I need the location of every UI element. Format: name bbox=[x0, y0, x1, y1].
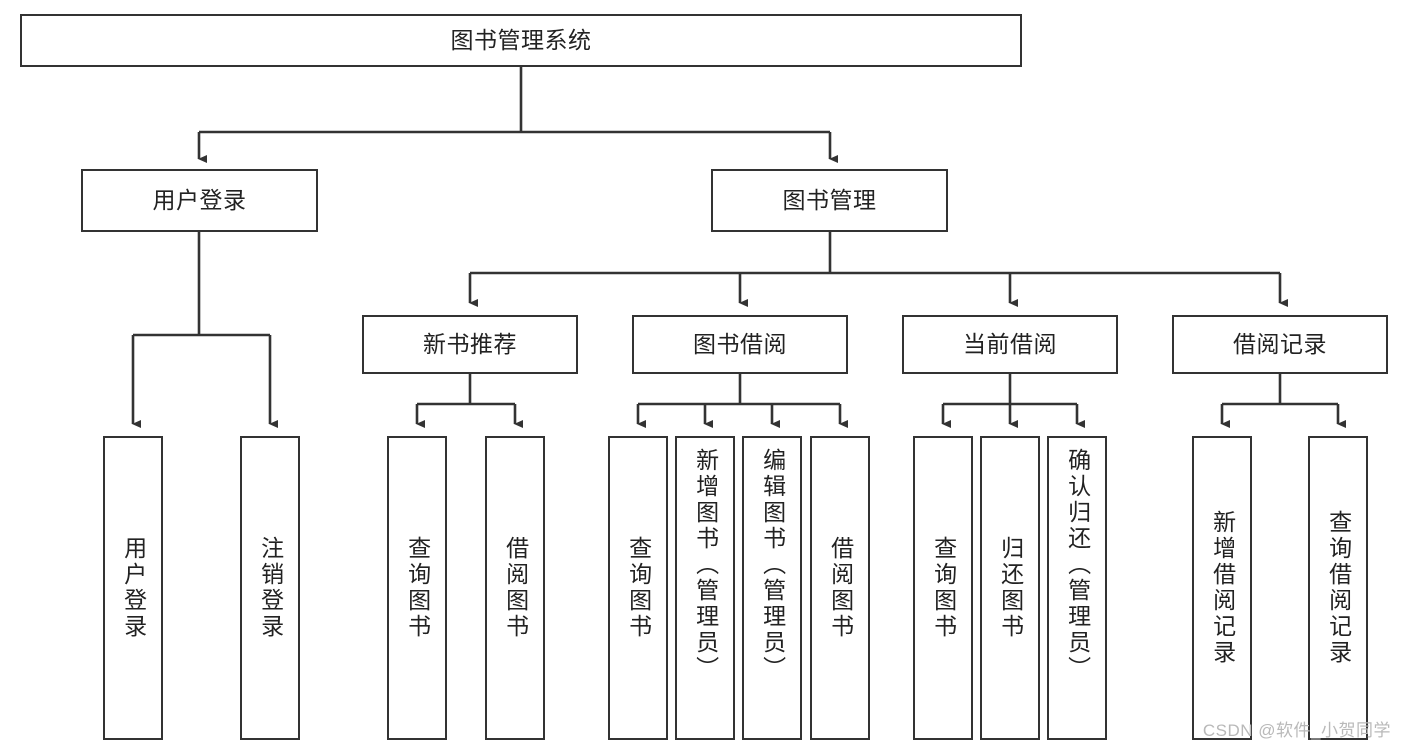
node-root[interactable]: 图书管理系统 bbox=[20, 14, 1022, 67]
node-new-book-rec[interactable]: 新书推荐 bbox=[362, 315, 578, 374]
node-current-borrow[interactable]: 当前借阅 bbox=[902, 315, 1118, 374]
node-book-borrow-label: 图书借阅 bbox=[693, 330, 787, 357]
node-leaf-return-book[interactable]: 归还图书 bbox=[980, 436, 1040, 740]
node-user-login[interactable]: 用户登录 bbox=[81, 169, 318, 232]
node-leaf-edit-book[interactable]: 编辑图书（管理员） bbox=[742, 436, 802, 740]
node-leaf-query-book-2[interactable]: 查询图书 bbox=[608, 436, 668, 740]
node-leaf-user-login[interactable]: 用户登录 bbox=[103, 436, 163, 740]
node-leaf-query-record-label: 查询借阅记录 bbox=[1325, 510, 1352, 666]
node-leaf-query-record[interactable]: 查询借阅记录 bbox=[1308, 436, 1368, 740]
node-leaf-borrow-book-2-label: 借阅图书 bbox=[827, 536, 854, 640]
node-root-label: 图书管理系统 bbox=[450, 26, 592, 53]
node-leaf-confirm-return-label: 确认归还（管理员） bbox=[1064, 448, 1091, 682]
node-leaf-query-book-3[interactable]: 查询图书 bbox=[913, 436, 973, 740]
node-leaf-logout-label: 注销登录 bbox=[257, 536, 284, 640]
node-leaf-user-login-label: 用户登录 bbox=[120, 536, 147, 640]
node-user-login-label: 用户登录 bbox=[152, 186, 247, 213]
node-leaf-borrow-book-1[interactable]: 借阅图书 bbox=[485, 436, 545, 740]
node-borrow-record-label: 借阅记录 bbox=[1233, 330, 1327, 357]
node-borrow-record[interactable]: 借阅记录 bbox=[1172, 315, 1388, 374]
node-leaf-borrow-book-1-label: 借阅图书 bbox=[502, 536, 529, 640]
node-leaf-query-book-2-label: 查询图书 bbox=[625, 536, 652, 640]
node-leaf-add-book[interactable]: 新增图书（管理员） bbox=[675, 436, 735, 740]
node-leaf-query-book-1[interactable]: 查询图书 bbox=[387, 436, 447, 740]
node-current-borrow-label: 当前借阅 bbox=[963, 330, 1057, 357]
node-leaf-add-record-label: 新增借阅记录 bbox=[1209, 510, 1236, 666]
node-book-manage-label: 图书管理 bbox=[782, 186, 877, 213]
node-leaf-edit-book-label: 编辑图书（管理员） bbox=[759, 448, 786, 682]
node-new-book-rec-label: 新书推荐 bbox=[423, 330, 517, 357]
node-leaf-borrow-book-2[interactable]: 借阅图书 bbox=[810, 436, 870, 740]
node-leaf-query-book-1-label: 查询图书 bbox=[404, 536, 431, 640]
node-leaf-add-book-label: 新增图书（管理员） bbox=[692, 448, 719, 682]
node-leaf-query-book-3-label: 查询图书 bbox=[930, 536, 957, 640]
watermark-csdn: CSDN @软件_小贺同学 bbox=[1202, 721, 1391, 740]
node-book-borrow[interactable]: 图书借阅 bbox=[632, 315, 848, 374]
node-book-manage[interactable]: 图书管理 bbox=[711, 169, 948, 232]
node-leaf-logout[interactable]: 注销登录 bbox=[240, 436, 300, 740]
node-leaf-add-record[interactable]: 新增借阅记录 bbox=[1192, 436, 1252, 740]
node-leaf-confirm-return[interactable]: 确认归还（管理员） bbox=[1047, 436, 1107, 740]
node-leaf-return-book-label: 归还图书 bbox=[997, 536, 1024, 640]
